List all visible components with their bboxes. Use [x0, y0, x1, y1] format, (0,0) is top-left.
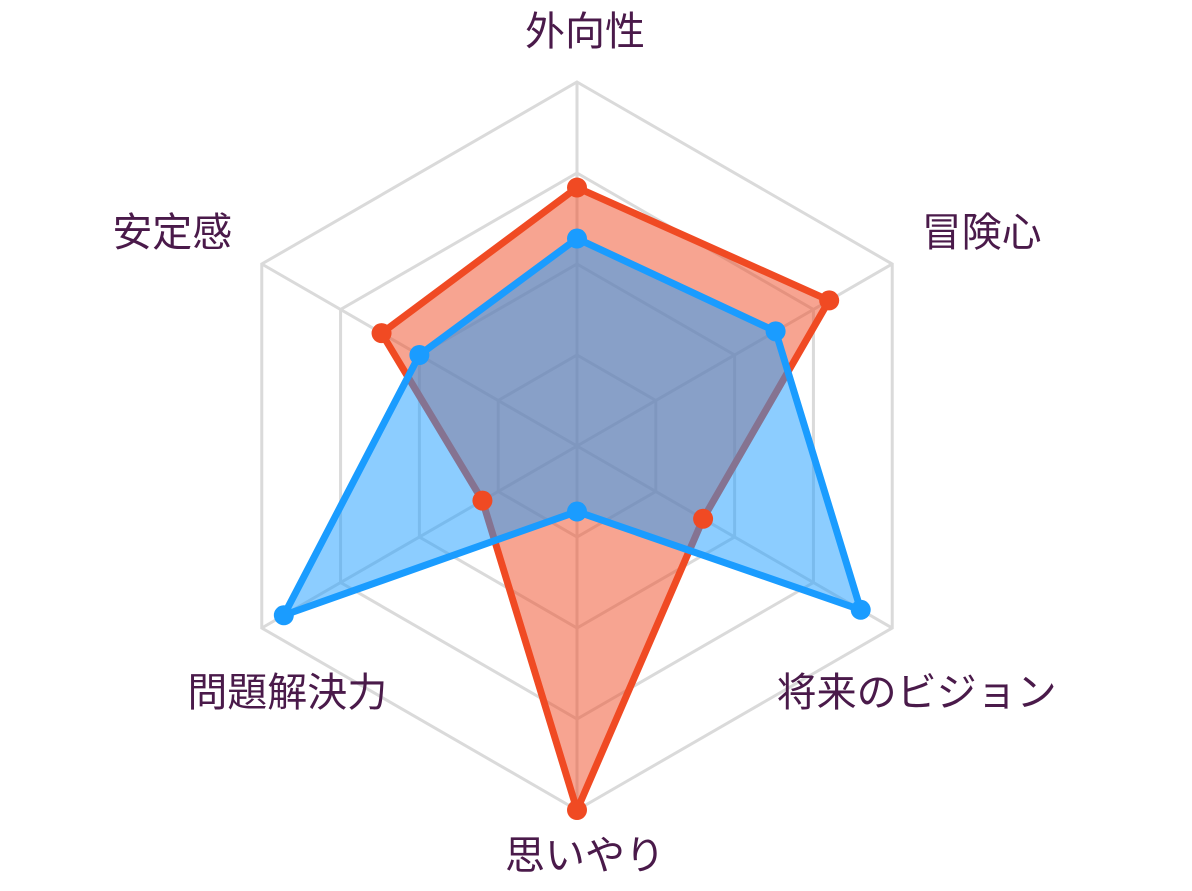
data-point-series-2-1 — [765, 321, 786, 342]
data-point-series-1-3 — [567, 800, 587, 820]
data-point-series-2-3 — [567, 501, 587, 522]
data-point-series-1-4 — [472, 490, 493, 511]
data-point-series-1-5 — [371, 323, 392, 344]
data-point-series-1-1 — [819, 290, 840, 311]
axis-label-5: 安定感 — [112, 210, 232, 256]
axis-label-4: 問題解決力 — [187, 670, 387, 716]
axis-label-2: 将来のビジョン — [777, 670, 1057, 716]
data-point-series-2-0 — [567, 228, 587, 249]
data-point-series-1-2 — [693, 508, 714, 529]
data-point-series-2-2 — [850, 599, 871, 620]
data-point-series-1-0 — [567, 177, 587, 198]
data-point-series-2-5 — [409, 345, 430, 365]
axis-label-3: 思いやり — [505, 833, 665, 879]
axis-label-0: 外向性 — [525, 9, 645, 55]
series-layer — [273, 177, 871, 820]
data-point-series-2-4 — [273, 605, 294, 626]
axis-label-1: 冒険心 — [922, 210, 1042, 256]
